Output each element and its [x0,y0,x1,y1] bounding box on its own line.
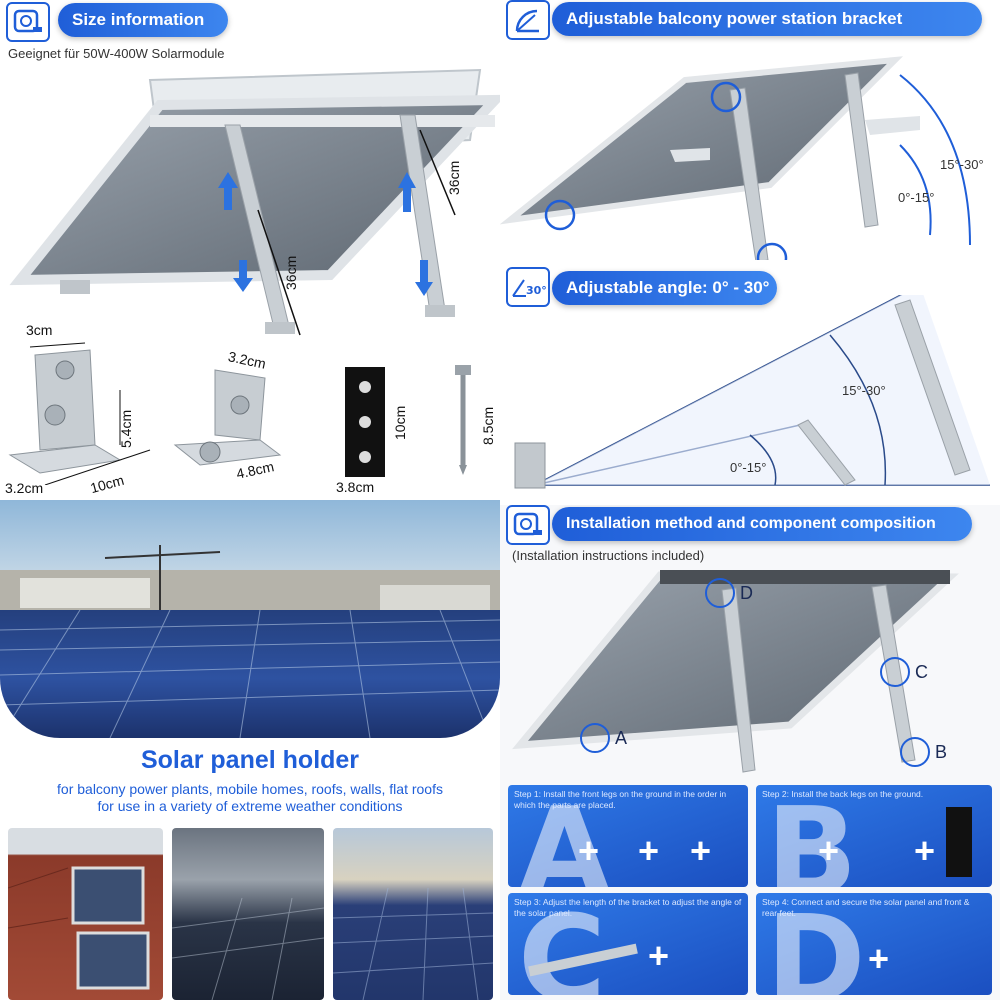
install-subtitle: (Installation instructions included) [512,548,705,563]
wall-mount-photo [8,828,163,1000]
step-b-letter: B [766,785,858,888]
screw-part [455,365,471,475]
bracket-title: Adjustable balcony power station bracket [552,2,982,36]
angle-diagram [514,295,990,489]
step-a-plus-3: + [690,830,712,871]
step-a-plus-2: + [638,830,660,871]
marker-d-label: D [740,583,753,603]
bracket-inner-angle: 0°-15° [898,190,935,205]
install-section: Installation method and component compos… [500,505,1000,1000]
size-info-title: Size information [58,3,228,37]
angle-section: 30° Adjustable angle: 0° - 30° 15°-30° 0… [500,265,1000,500]
install-drawing [512,570,959,773]
bracket-outer-angle: 15°-30° [940,157,984,172]
step-b-plus-2: + [914,830,936,871]
angle-30-icon: 30° [506,267,550,307]
marker-b-label: B [935,742,948,762]
clamp-width-dim: 3cm [26,322,53,338]
angle-inner-label: 0°-15° [730,460,767,475]
step-d-plus: + [868,938,890,979]
leg-back-dim: 36cm [446,160,462,195]
marker-a [580,723,610,753]
clamp-height-dim: 5.4cm [118,409,134,448]
bracket-section: Adjustable balcony power station bracket… [500,0,1000,260]
marker-c [880,657,910,687]
holder-line1: for balcony power plants, mobile homes, … [57,781,443,797]
step-b-plate [946,807,972,877]
step-a-letter: A [518,785,611,888]
plate-part [345,367,385,477]
size-info-section: Size information Geeignet für 50W-400W S… [0,0,500,500]
bracket-drawing [500,56,971,260]
step-d-card: Step 4: Connect and secure the solar pan… [756,893,992,995]
angle-outer-label: 15°-30° [842,383,886,398]
step-c-card: Step 3: Adjust the length of the bracket… [508,893,748,995]
screw-length-dim: 8.5cm [480,406,496,445]
step-c-plus: + [648,935,670,976]
solar-farm-photo [0,500,500,738]
step-a-text: Step 1: Install the front legs on the gr… [514,789,727,810]
tape-measure-icon-2 [506,505,550,545]
step-b-card: Step 2: Install the back legs on the gro… [756,785,992,887]
install-title: Installation method and component compos… [552,507,972,541]
rain-panel-photo [172,828,324,1000]
step-d-text: Step 4: Connect and secure the solar pan… [762,897,970,918]
tape-measure-icon [6,2,50,42]
holder-line2: for use in a variety of extreme weather … [97,798,403,814]
step-c-letter: C [518,893,607,996]
l-foot-part [173,369,282,466]
angle-adjust-icon [506,0,550,40]
clamp-part [8,342,151,485]
plate-height-dim: 10cm [392,405,408,440]
angle-title: Adjustable angle: 0° - 30° [552,271,777,305]
svg-text:30°: 30° [526,284,546,297]
size-info-subtitle: Geeignet für 50W-400W Solarmodule [8,46,225,61]
holder-section: Solar panel holder for balcony power pla… [0,500,500,1000]
marker-d [705,578,735,608]
field-panel-photo [333,828,493,1000]
marker-b [900,737,930,767]
step-c-text: Step 3: Adjust the length of the bracket… [514,897,742,918]
holder-title: Solar panel holder [140,746,360,774]
step-d-letter: D [766,893,866,996]
step-b-plus-1: + [818,830,840,871]
step-b-text: Step 2: Install the back legs on the gro… [762,789,924,799]
marker-c-label: C [915,662,928,682]
step-a-card: Step 1: Install the front legs on the gr… [508,785,748,887]
plate-width-dim: 3.8cm [336,479,375,495]
leg-front-dim: 36cm [283,255,299,290]
step-a-plus-1: + [578,830,600,871]
panel-drawing [9,68,500,336]
clamp-depth-dim: 3.2cm [5,480,44,496]
marker-a-label: A [615,728,628,748]
